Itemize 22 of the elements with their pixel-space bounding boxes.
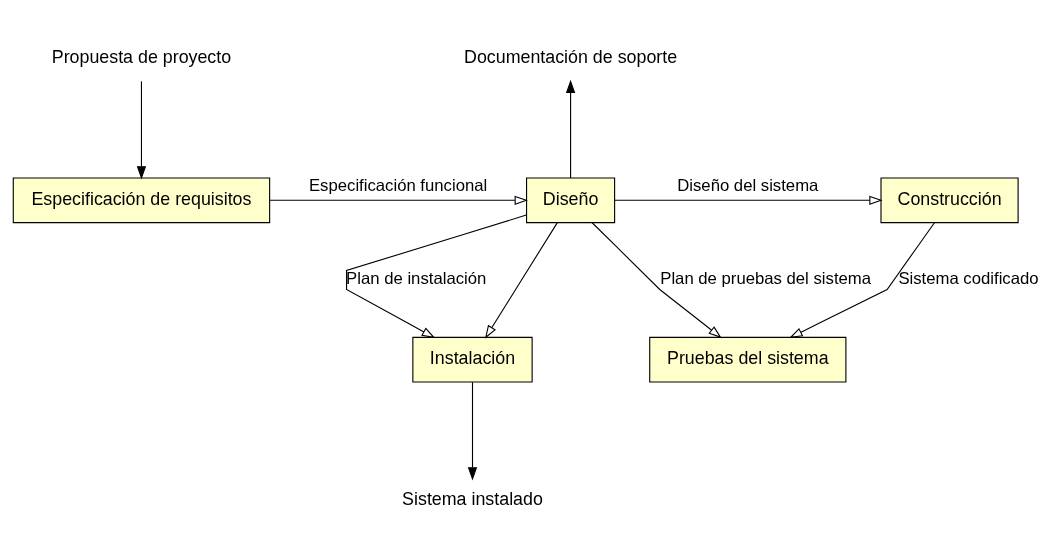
arrow [136, 80, 147, 180]
node-box: Instalación [412, 336, 533, 383]
node-box: Construcción [880, 177, 1019, 224]
node-text: Sistema instalado [402, 489, 543, 510]
edge-label: Especificación funcional [308, 176, 488, 196]
arrow [789, 222, 935, 339]
edge-label: Plan de instalación [346, 268, 487, 288]
node-box: Diseño [526, 177, 616, 224]
arrow [591, 222, 722, 339]
node-text: Propuesta de proyecto [51, 46, 232, 67]
node-box: Especificación de requisitos [12, 177, 271, 224]
edge-label: Diseño del sistema [677, 176, 819, 196]
arrow [565, 79, 576, 179]
arrow [614, 195, 883, 205]
arrow [346, 214, 527, 339]
arrow [467, 381, 478, 481]
node-text: Documentación de soporte [464, 46, 678, 67]
arrow [269, 195, 528, 205]
arrow [484, 222, 558, 339]
edge-label: Sistema codificado [898, 268, 1039, 288]
node-box: Pruebas del sistema [649, 336, 847, 383]
edge-label: Plan de pruebas del sistema [660, 268, 872, 288]
